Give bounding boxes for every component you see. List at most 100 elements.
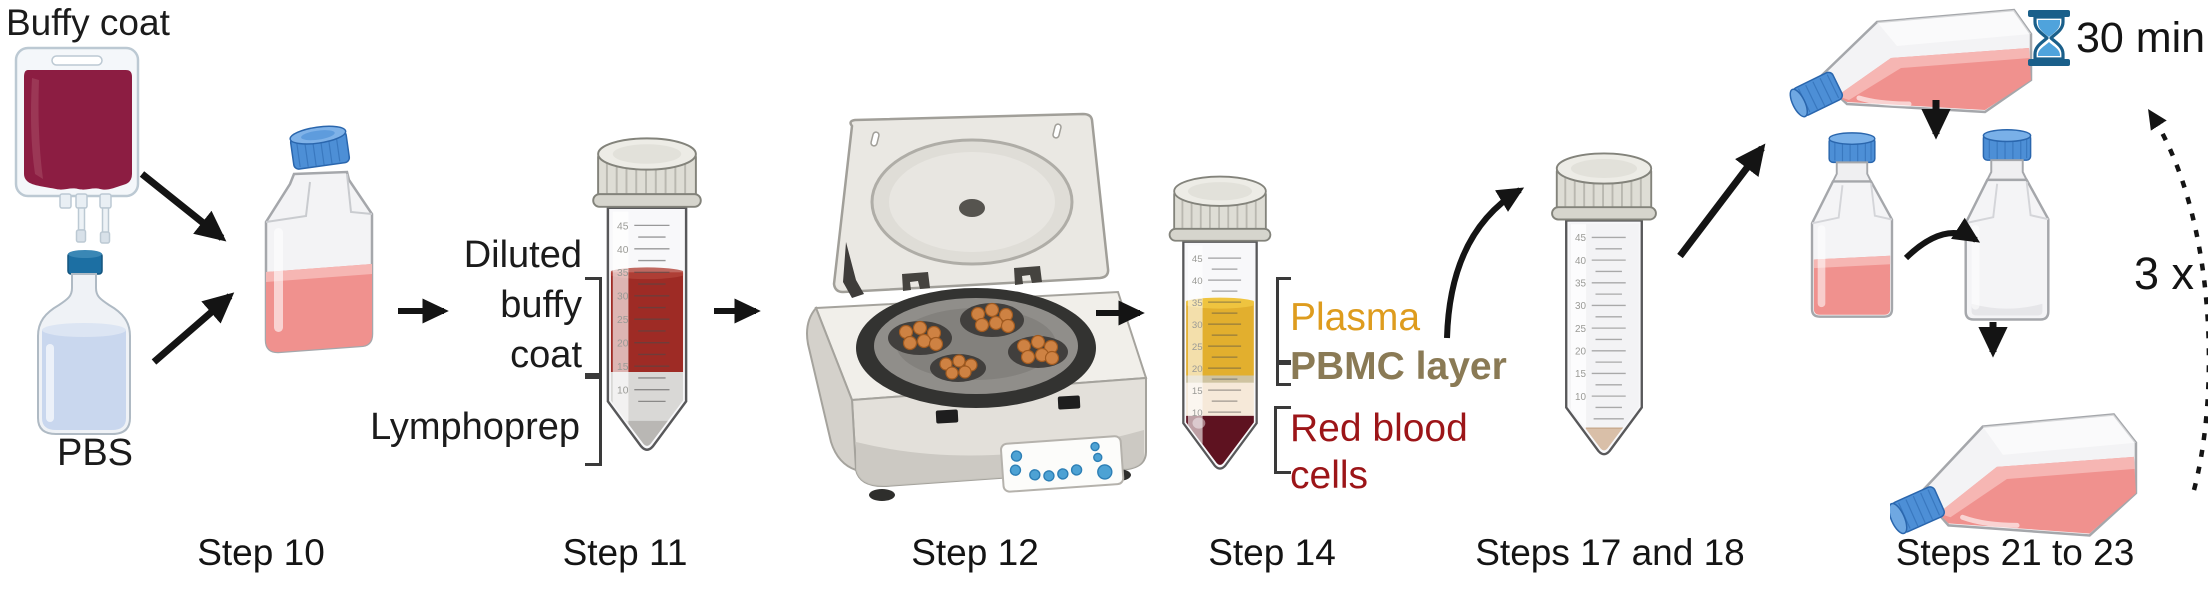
svg-text:25: 25 [1192,342,1203,353]
pbs-label: PBS [56,432,134,474]
svg-text:10: 10 [1575,392,1587,403]
tube-cap [1168,175,1272,242]
lid-hub [959,199,985,217]
arrow-flask-transfer [1903,217,1981,261]
arrow-repeat-loop-dashed [2148,108,2208,491]
svg-text:20: 20 [1192,364,1203,375]
pbs-liquid-surface [42,323,126,337]
flask-media-surface [1938,456,2135,518]
red-blood-cells-bracket [1274,406,1291,474]
lid-hinge-right [1014,266,1042,285]
flask-highlight [1971,225,1980,310]
svg-text:30: 30 [1192,320,1203,331]
plasma-bracket [1276,277,1291,363]
tube-ticks [1208,257,1242,413]
arrow-bag-to-flask [139,171,227,242]
centrifuge-control-panel [1000,435,1125,493]
blood-fill-highlight [31,78,43,179]
tube-tip-shade [620,420,674,446]
tube-cap [1551,152,1657,221]
diluted-buffy-coat-bracket [585,277,602,376]
pbmc-layer-label: PBMC layer [1290,345,1507,388]
tube-ticks [1591,236,1626,420]
hourglass-icon [2028,10,2070,66]
step10-media-surface [266,264,372,282]
step11-tube-illustration: 45 40 35 30 25 20 15 10 [592,137,702,451]
svg-text:45: 45 [1575,233,1587,244]
tube-highlight [1187,245,1203,465]
bucket-tube-caps [898,302,1060,380]
svg-text:30: 30 [1575,301,1587,312]
tube-graduation-numbers: 45 40 35 30 25 20 15 10 [617,221,629,396]
diluted-line-2: buffy [500,284,582,326]
tube-cap [592,137,702,208]
centrifuge-rotor [856,288,1096,424]
red-blood-cells-label: Red blood cells [1290,407,1468,497]
step10-flask-edge-right [346,173,373,215]
flask-top-face [1877,10,2031,46]
centrifuge-illustration [806,112,1148,501]
svg-text:35: 35 [1575,279,1587,290]
pbmc-bracket [1276,362,1291,386]
flask-bottom-shade [1971,303,2043,316]
tube-graduation-numbers: 45 40 35 30 25 20 15 10 [1575,233,1587,403]
incubation-time-label: 30 min [2076,14,2206,62]
flask-cap [1890,486,1946,535]
steps17-18-label: Steps 17 and 18 [1475,532,1745,573]
plasma-label: Plasma [1290,296,1421,339]
svg-text:15: 15 [617,362,629,373]
flask-highlight [1817,225,1826,308]
blood-fill [24,70,132,190]
flask-gloss [1856,95,1912,107]
step10-flask-highlight [274,228,283,332]
pbs-cap-top [68,250,102,258]
flask-body [1964,178,2050,321]
deck-latch-right [1057,395,1081,410]
upright-flask-full-illustration [1810,132,1894,318]
pbs-highlight [46,344,54,422]
flask-cap [1789,71,1844,118]
rotor-buckets [888,302,1068,382]
svg-text:40: 40 [617,245,629,256]
lid-strut [843,242,864,298]
panel-buttons [1009,441,1113,482]
flask-gloss [1960,514,2020,528]
svg-text:40: 40 [1192,276,1203,287]
flask-top-face [1982,414,2136,455]
svg-text:15: 15 [1192,386,1203,397]
repeat-count-label: 3 x [2134,248,2195,299]
arrow-step14-to-steps17 [1444,187,1525,339]
svg-text:30: 30 [617,292,629,303]
step10-label: Step 10 [197,532,325,573]
flask-media [1813,255,1891,315]
svg-text:10: 10 [617,386,629,397]
step14-label: Step 14 [1208,532,1336,573]
tube-graduation-numbers: 45 40 35 30 25 20 15 10 [1192,254,1203,419]
svg-text:35: 35 [617,268,629,279]
pbs-liquid [42,330,126,430]
step10-flask-edge-left [265,181,311,223]
svg-text:35: 35 [1192,298,1203,309]
upright-flask-empty-illustration [1964,128,2050,321]
diluted-buffy-coat-label: Diluted buffy coat [420,230,582,380]
step11-label: Step 11 [562,532,688,573]
blood-bag-illustration [14,46,140,244]
tilted-flask-top-illustration [1789,8,2033,118]
arrow-steps17-to-flasks [1677,143,1766,259]
buffy-coat-label: Buffy coat [6,2,170,43]
flask-cap [1828,132,1876,164]
step12-label: Step 12 [911,532,1039,573]
step14-tube-illustration: 45 40 35 30 25 20 15 10 [1168,175,1272,470]
blood-bag-ports [59,193,112,244]
tube-highlight [612,211,629,446]
diluted-line-1: Diluted [463,234,582,276]
flask-media-surface [1837,48,2030,100]
tube-highlight [1570,224,1587,451]
svg-text:10: 10 [1192,408,1203,419]
diluted-line-3: coat [510,334,582,376]
flask-edge-2 [2025,181,2049,221]
centrifuge-foot-left [869,489,895,501]
flask-edge-2 [1870,183,1893,221]
steps17-18-tube-illustration: 45 40 35 30 25 20 15 10 [1551,152,1657,456]
